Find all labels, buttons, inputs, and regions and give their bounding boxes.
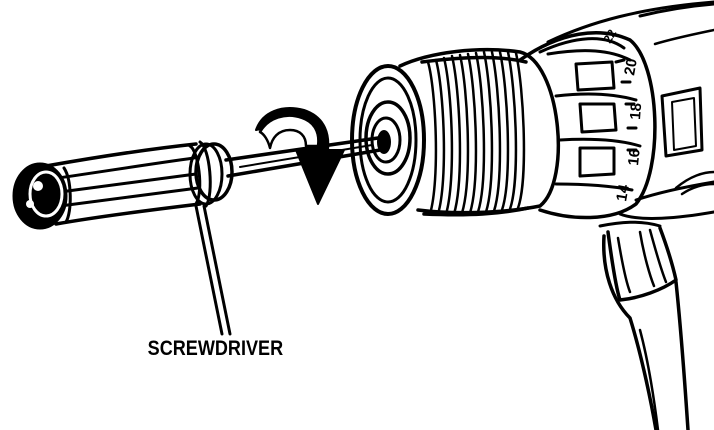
screwdriver-callout-label: SCREWDRIVER: [147, 337, 284, 360]
torque-dial-number: 22: [600, 27, 619, 46]
torque-dial-number: 20: [621, 57, 641, 76]
clockwise-rotation-arrow-icon: [255, 107, 345, 205]
drill-body: [546, 0, 714, 220]
screwdriver-handle: [12, 140, 234, 230]
drill-chuck: [350, 47, 561, 217]
drill-handle: [602, 234, 690, 430]
screwdriver-callout-leader: [194, 204, 232, 336]
torque-collar: 14 16 18 20 22: [518, 27, 657, 220]
torque-dial-number: 18: [627, 102, 645, 120]
torque-dial-number: 14: [613, 183, 633, 203]
torque-dial-number: 16: [625, 148, 644, 166]
drill-trigger: [598, 220, 678, 302]
chuck-knurling: [426, 50, 526, 216]
